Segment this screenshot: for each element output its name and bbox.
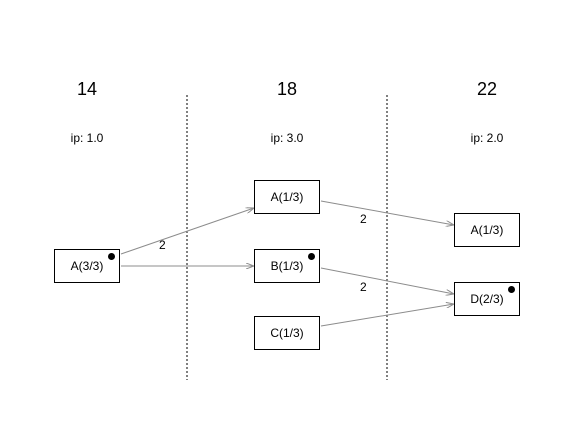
node-label: D(2/3) (470, 292, 504, 306)
edge-a33-to-a13 (120, 208, 254, 255)
edge-a13-to-a13 (320, 200, 454, 225)
edge-label-a13-a13: 2 (360, 212, 367, 226)
edge-b13-to-d23 (320, 267, 454, 294)
column-title-1: 14 (76, 79, 98, 99)
node-label: A(3/3) (70, 259, 104, 273)
edge-label-b13-d23: 2 (360, 280, 367, 294)
node-c-1-3: C(1/3) (254, 316, 320, 350)
node-a-1-3-right: A(1/3) (454, 213, 520, 247)
column-ip-1: ip: 1.0 (70, 131, 104, 145)
marker-dot-icon (108, 253, 115, 260)
column-title-2: 18 (276, 79, 298, 99)
node-b-1-3: B(1/3) (254, 249, 320, 283)
node-a-1-3-middle: A(1/3) (254, 180, 320, 214)
node-d-2-3: D(2/3) (454, 282, 520, 316)
marker-dot-icon (308, 253, 315, 260)
node-label: A(1/3) (270, 190, 304, 204)
node-label: A(1/3) (470, 223, 504, 237)
edge-label-a33-a13: 2 (159, 238, 166, 252)
node-a-3-3: A(3/3) (54, 249, 120, 283)
marker-dot-icon (508, 286, 515, 293)
column-ip-3: ip: 2.0 (470, 131, 504, 145)
column-ip-2: ip: 3.0 (270, 131, 304, 145)
node-label: C(1/3) (270, 326, 304, 340)
edge-c13-to-d23 (320, 304, 454, 327)
column-title-3: 22 (476, 79, 498, 99)
node-label: B(1/3) (270, 259, 304, 273)
